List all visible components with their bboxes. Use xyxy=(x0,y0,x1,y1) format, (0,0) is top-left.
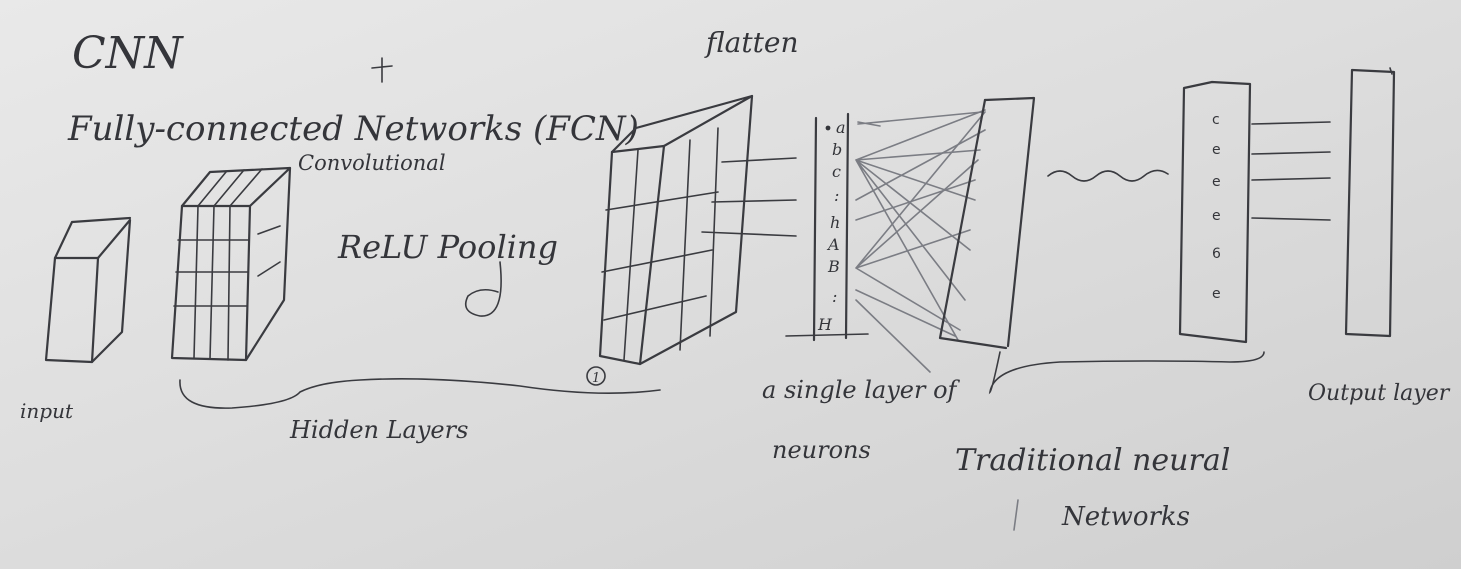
hidden-layer xyxy=(938,96,1036,350)
svg-text:A: A xyxy=(826,235,840,254)
convolutional-label: Convolutional xyxy=(298,151,446,175)
convolutional-volume xyxy=(170,166,292,362)
svg-text:b: b xyxy=(832,140,842,159)
svg-text:c: c xyxy=(832,162,841,181)
svg-text:6: 6 xyxy=(1212,246,1221,262)
traditional-neural-label: Traditional neural xyxy=(955,443,1230,478)
circled-number xyxy=(586,366,606,386)
svg-text:e: e xyxy=(1212,142,1221,158)
down-arrow-icon xyxy=(371,57,393,83)
input-label: input xyxy=(20,399,74,423)
svg-text:c: c xyxy=(1212,112,1220,128)
title-cnn: CNN xyxy=(72,28,184,79)
svg-text:h: h xyxy=(830,213,840,232)
neurons-label: neurons xyxy=(772,436,871,464)
hidden-layers-brace xyxy=(179,378,661,409)
svg-text:e: e xyxy=(1212,174,1221,190)
connection-lines xyxy=(855,109,986,373)
svg-text:e: e xyxy=(1212,208,1221,224)
flatten-arrows xyxy=(701,157,797,237)
relu-pooling-label: ReLU Pooling xyxy=(337,228,558,266)
flatten-label: flatten xyxy=(704,26,798,59)
flatten-column: a b c : h A B : H xyxy=(785,112,869,342)
hidden-layers-label: Hidden Layers xyxy=(289,416,468,444)
svg-text:H: H xyxy=(817,315,833,334)
fcn-note: Fully-connected Networks (FCN) xyxy=(67,109,639,149)
single-layer-label: a single layer of xyxy=(762,376,961,404)
brace-tick xyxy=(1013,499,1019,531)
traditional-network-brace xyxy=(988,351,1265,395)
svg-text:1: 1 xyxy=(592,371,600,386)
svg-text::: : xyxy=(834,186,839,205)
svg-text:a: a xyxy=(836,118,846,137)
relu-pooling-curl xyxy=(464,261,502,317)
svg-text::: : xyxy=(832,287,837,306)
last-hidden-column: c e e e 6 e xyxy=(1178,80,1331,344)
networks-label: Networks xyxy=(1061,502,1190,532)
output-layer-label: Output layer xyxy=(1308,381,1451,406)
input-volume xyxy=(44,216,132,364)
svg-text:e: e xyxy=(1212,286,1221,302)
svg-text:B: B xyxy=(827,257,840,276)
output-layer-column xyxy=(1344,67,1396,338)
ellipsis-wave xyxy=(1047,169,1169,182)
